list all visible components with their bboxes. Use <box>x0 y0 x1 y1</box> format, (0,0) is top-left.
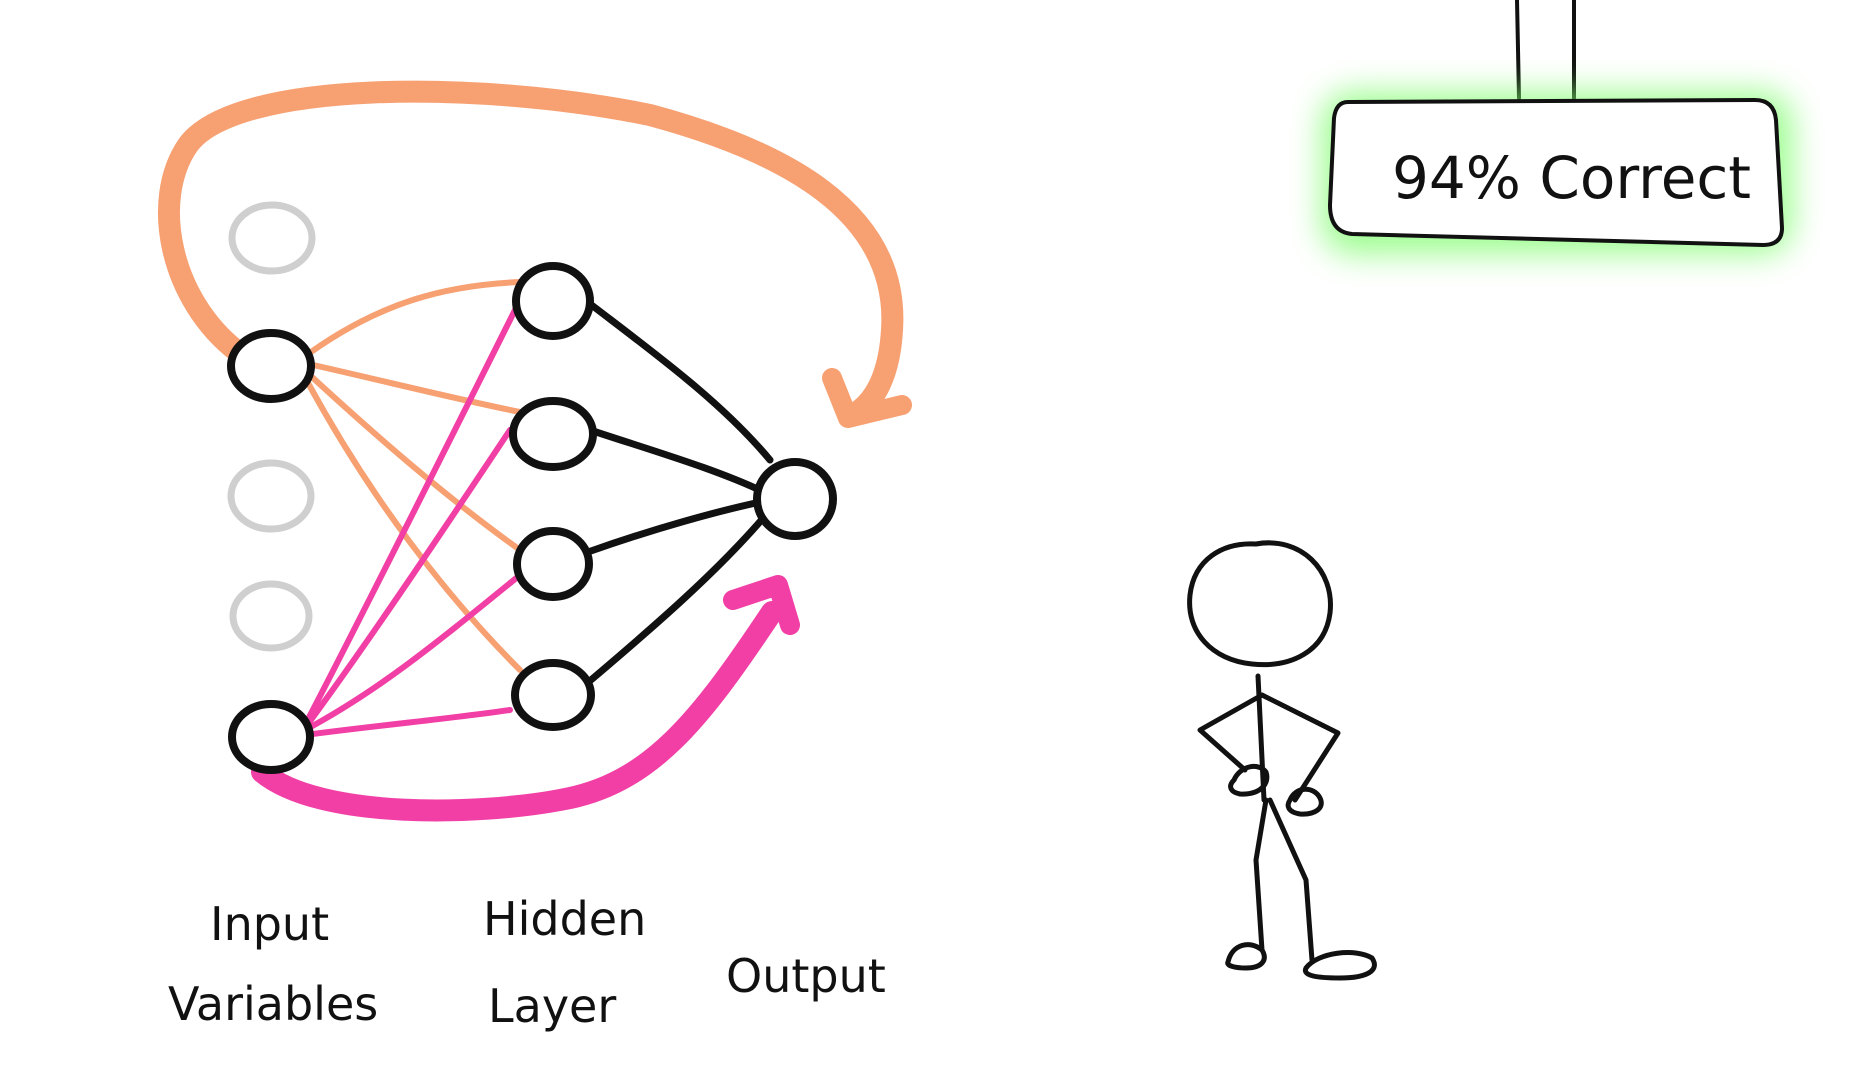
orange-connections <box>297 279 523 673</box>
hidden-label-line1: Hidden <box>483 892 646 946</box>
sign-post-left <box>1515 0 1521 100</box>
sign-board <box>1328 98 1784 247</box>
figure-right-leg <box>1267 797 1315 963</box>
accuracy-sign: 94% Correct <box>1322 0 1792 254</box>
hidden-label-line2: Layer <box>488 979 616 1033</box>
input-node-1-inactive <box>228 201 316 275</box>
output-label: Output <box>726 949 886 1003</box>
input-node-4-inactive <box>229 580 313 652</box>
sign-text: 94% Correct <box>1392 144 1751 212</box>
figure-left-hand <box>1228 763 1270 797</box>
figure-left-foot <box>1225 942 1267 971</box>
figure-right-foot <box>1302 950 1377 981</box>
input-node-5-active <box>228 700 314 774</box>
figure-right-arm <box>1259 692 1341 803</box>
hidden-node-3 <box>513 527 593 601</box>
input-label-line2: Variables <box>168 977 378 1031</box>
hidden-node-1 <box>512 262 594 340</box>
figure-left-leg <box>1253 797 1269 953</box>
orange-feedback-arrow <box>158 80 912 428</box>
figure-left-arm <box>1197 692 1265 773</box>
pink-forward-arrow <box>251 575 800 822</box>
hidden-node-2 <box>509 397 597 471</box>
hidden-nodes <box>509 262 597 731</box>
figure-right-hand <box>1285 786 1324 817</box>
figure-head <box>1187 540 1333 668</box>
pink-connections <box>302 297 523 738</box>
output-node <box>753 458 837 540</box>
input-nodes <box>227 201 316 774</box>
hidden-node-4 <box>511 659 595 731</box>
input-label-line1: Input <box>210 897 329 951</box>
input-node-3-inactive <box>227 459 315 533</box>
input-node-2-active <box>227 329 315 403</box>
stick-figure-icon <box>1187 540 1377 981</box>
output-connections <box>581 296 774 689</box>
